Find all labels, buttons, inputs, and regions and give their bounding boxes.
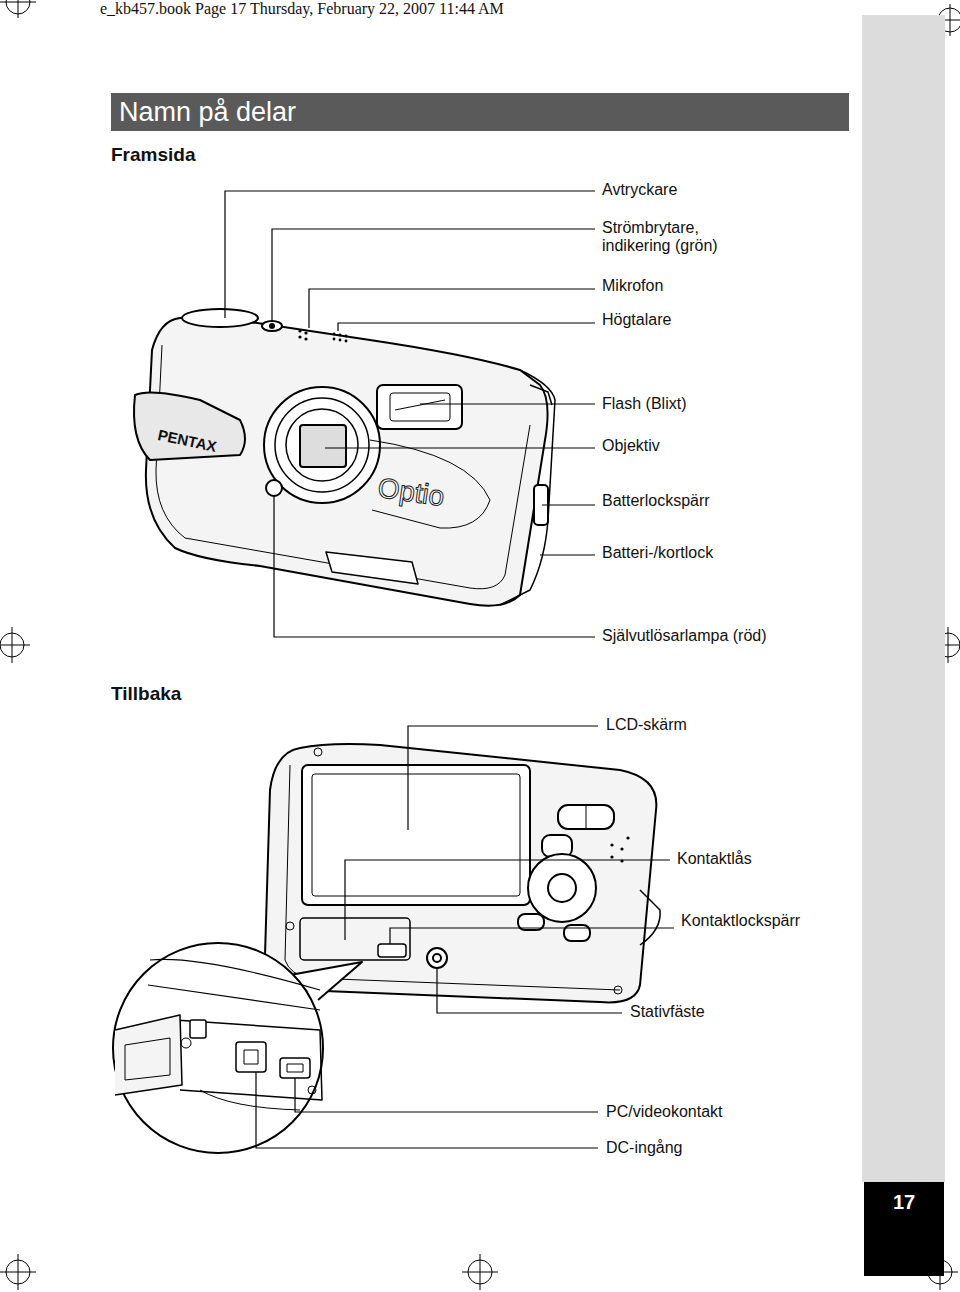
part-label: Strömbrytare, indikering (grön): [602, 219, 752, 255]
section-heading: Framsida: [111, 143, 195, 167]
page-number: 17: [864, 1188, 944, 1216]
part-label: Stativfäste: [630, 1002, 705, 1022]
part-label: Kontaktlockspärr: [681, 911, 800, 931]
part-label: Objektiv: [602, 436, 660, 456]
print-header: e_kb457.book Page 17 Thursday, February …: [100, 0, 504, 17]
part-label: LCD-skärm: [606, 715, 687, 735]
part-label: Avtryckare: [602, 180, 677, 200]
part-label: Högtalare: [602, 310, 671, 330]
section-title: Namn på delar: [111, 93, 849, 131]
part-label: Kontaktlås: [677, 849, 752, 869]
part-label: Mikrofon: [602, 276, 663, 296]
part-label: Batterlockspärr: [602, 491, 710, 511]
section-heading: Tillbaka: [111, 682, 181, 706]
part-label: DC-ingång: [606, 1138, 682, 1158]
part-label: Flash (Blixt): [602, 394, 686, 414]
part-label: PC/videokontakt: [606, 1102, 723, 1122]
part-label: Självutlösarlampa (röd): [602, 626, 767, 646]
title-band: Namn på delar: [111, 93, 849, 131]
part-label: Batteri-/kortlock: [602, 543, 713, 563]
